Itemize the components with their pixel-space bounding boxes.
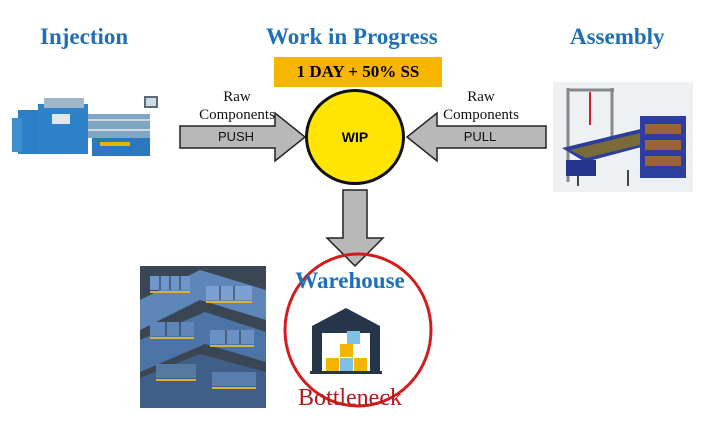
warehouse-icon <box>310 308 382 374</box>
warehouse-label: Warehouse <box>295 268 405 293</box>
push-label: PUSH <box>217 129 255 144</box>
push-arrow <box>179 111 307 163</box>
injection-machine-image <box>12 94 162 156</box>
warehouse-circle <box>283 252 433 408</box>
wip-heading: Work in Progress <box>266 24 438 49</box>
assembly-station-image <box>553 82 693 192</box>
warehouse-crates-image <box>140 266 266 408</box>
right-components-text: Components <box>443 107 519 123</box>
pull-label: PULL <box>463 129 497 144</box>
pull-arrow <box>405 111 547 163</box>
down-arrow <box>325 189 385 268</box>
assembly-heading: Assembly <box>570 24 665 49</box>
left-components-text: Components <box>199 107 275 123</box>
safety-stock-label: 1 DAY + 50% SS <box>274 57 442 87</box>
right-flow-label: Raw Components <box>436 88 526 124</box>
bottleneck-label: Bottleneck <box>298 385 402 411</box>
wip-node: WIP <box>305 89 405 185</box>
right-raw-text: Raw <box>467 89 495 105</box>
left-flow-label: Raw Components <box>192 88 282 124</box>
wip-label: WIP <box>341 129 369 145</box>
left-raw-text: Raw <box>223 89 251 105</box>
injection-heading: Injection <box>40 24 129 49</box>
